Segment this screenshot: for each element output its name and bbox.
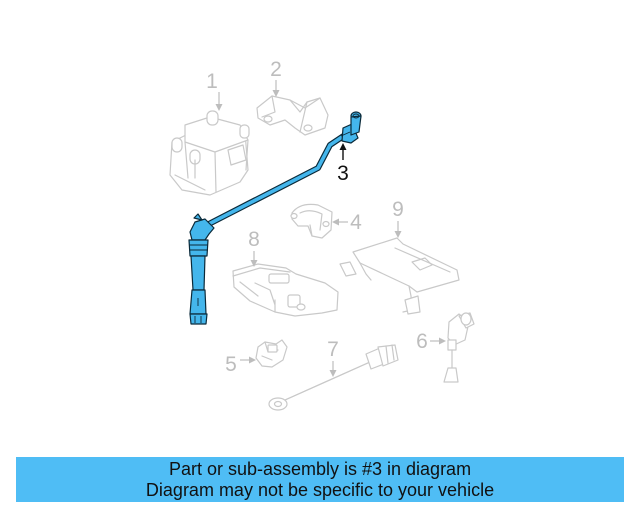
callout-9: 9: [392, 198, 404, 238]
banner-line-part-number: Part or sub-assembly is #3 in diagram: [168, 458, 472, 479]
svg-text:5: 5: [225, 353, 237, 376]
part-5-connector-sensor[interactable]: [255, 339, 288, 368]
svg-text:6: 6: [416, 330, 428, 353]
part-2-coil-bracket[interactable]: [256, 95, 329, 136]
callout-5: 5: [225, 353, 256, 376]
svg-text:7: 7: [327, 338, 339, 361]
svg-text:9: 9: [392, 198, 404, 221]
callout-6: 6: [416, 330, 446, 353]
callout-8: 8: [248, 228, 260, 267]
svg-text:4: 4: [350, 211, 362, 234]
svg-text:2: 2: [270, 58, 282, 81]
svg-text:1: 1: [206, 70, 218, 93]
callout-4: 4: [332, 211, 362, 234]
callout-3: 3: [337, 143, 349, 185]
info-banner: Part or sub-assembly is #3 in diagram Di…: [16, 457, 624, 502]
parts-diagram: 1 2 3: [169, 58, 475, 411]
svg-text:3: 3: [337, 162, 349, 185]
part-4-sensor-clip[interactable]: [290, 203, 333, 239]
callout-2: 2: [270, 58, 282, 97]
part-1-ignition-coil[interactable]: [169, 110, 250, 196]
part-3-spark-plug-wire[interactable]: [188, 111, 362, 325]
part-9-module-bracket[interactable]: [339, 237, 460, 315]
svg-text:8: 8: [248, 228, 260, 251]
part-6-speed-sensor[interactable]: [443, 312, 475, 383]
banner-line-disclaimer: Diagram may not be specific to your vehi…: [145, 479, 495, 500]
part-8-control-module[interactable]: [232, 263, 339, 317]
part-7-knock-sensor-harness[interactable]: [268, 344, 399, 411]
callout-7: 7: [327, 338, 339, 377]
callout-1: 1: [206, 70, 223, 111]
